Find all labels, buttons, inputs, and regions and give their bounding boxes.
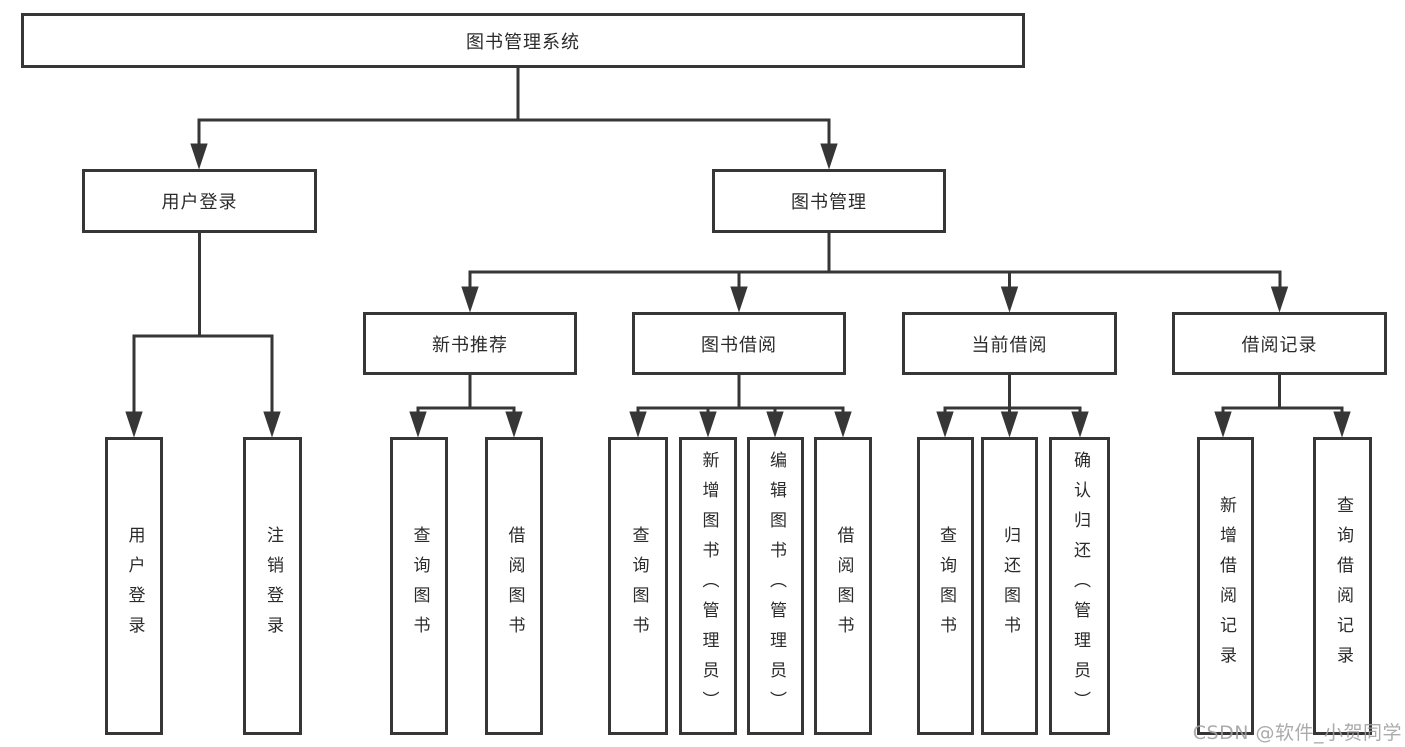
arrowhead-icon	[263, 411, 281, 438]
leaf-user-login-label: 用户登录	[124, 526, 145, 646]
node-root-label: 图书管理系统	[466, 31, 580, 53]
leaf-add-borrow-record: 新增借阅记录	[1197, 437, 1254, 735]
leaf-edit-books-admin: 编辑图书（管理员）	[747, 437, 804, 735]
arrowhead-icon	[629, 411, 647, 438]
leaf-borrow-books: 借阅图书	[485, 437, 543, 735]
leaf-edit-books-admin-label: 编辑图书（管理员）	[766, 451, 786, 721]
leaf-borrow-books-label: 借阅图书	[833, 526, 854, 646]
arrowhead-icon	[1333, 411, 1351, 438]
arrowhead-icon	[409, 411, 427, 438]
leaf-return-books: 归还图书	[981, 437, 1038, 735]
leaf-query-books: 查询图书	[390, 437, 448, 735]
node-book-management: 图书管理	[712, 169, 946, 233]
arrowhead-icon	[766, 411, 784, 438]
arrowhead-icon	[1270, 286, 1289, 313]
node-user-login-label: 用户登录	[161, 192, 238, 213]
node-new-book-recommendation-label: 新书推荐	[432, 334, 508, 356]
watermark: CSDN @软件_小贺同学	[1192, 722, 1402, 744]
arrowhead-icon	[699, 411, 717, 438]
leaf-query-borrow-record: 查询借阅记录	[1313, 437, 1372, 735]
leaf-add-borrow-record-label: 新增借阅记录	[1216, 496, 1236, 676]
leaf-query-books: 查询图书	[917, 437, 974, 735]
leaf-borrow-books: 借阅图书	[814, 437, 872, 735]
node-current-borrowing-label: 当前借阅	[971, 334, 1048, 356]
arrowhead-icon	[1000, 411, 1019, 438]
arrowhead-icon	[730, 286, 748, 313]
node-new-book-recommendation: 新书推荐	[363, 312, 577, 375]
node-borrowing-records-label: 借阅记录	[1241, 334, 1318, 356]
node-book-borrowing: 图书借阅	[632, 312, 846, 375]
leaf-query-books-label: 查询图书	[628, 526, 649, 646]
leaf-user-login: 用户登录	[105, 437, 163, 735]
node-user-login: 用户登录	[82, 169, 317, 233]
node-borrowing-records: 借阅记录	[1172, 312, 1387, 375]
node-current-borrowing: 当前借阅	[902, 312, 1117, 375]
leaf-query-books-label: 查询图书	[936, 526, 956, 646]
leaf-confirm-return-admin: 确认归还（管理员）	[1049, 437, 1110, 735]
arrowhead-icon	[1214, 411, 1232, 438]
leaf-query-books-label: 查询图书	[409, 526, 430, 646]
arrowhead-icon	[461, 286, 479, 313]
node-root: 图书管理系统	[21, 13, 1025, 68]
leaf-query-borrow-record-label: 查询借阅记录	[1333, 496, 1353, 676]
arrowhead-icon	[936, 411, 954, 438]
leaf-query-books: 查询图书	[608, 437, 668, 735]
leaf-return-books-label: 归还图书	[1000, 526, 1020, 646]
node-book-management-label: 图书管理	[791, 192, 867, 213]
leaf-logout-login: 注销登录	[243, 437, 302, 735]
arrowhead-icon	[834, 411, 852, 438]
arrowhead-icon	[1000, 286, 1019, 313]
leaf-borrow-books-label: 借阅图书	[504, 526, 525, 646]
arrowhead-icon	[125, 411, 143, 438]
arrowhead-icon	[505, 411, 523, 438]
leaf-add-books-admin-label: 新增图书（管理员）	[698, 451, 719, 721]
node-book-borrowing-label: 图书借阅	[701, 334, 777, 356]
arrowhead-icon	[820, 143, 838, 170]
leaf-logout-login-label: 注销登录	[263, 526, 283, 646]
leaf-add-books-admin: 新增图书（管理员）	[679, 437, 737, 735]
leaf-confirm-return-admin-label: 确认归还（管理员）	[1070, 451, 1090, 721]
arrowhead-icon	[1071, 411, 1089, 438]
arrowhead-icon	[190, 143, 208, 170]
